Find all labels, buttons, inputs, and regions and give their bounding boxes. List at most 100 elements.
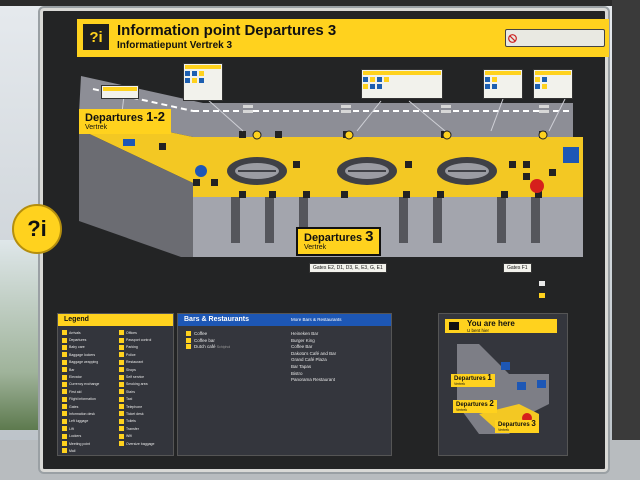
legend-icon <box>62 411 67 417</box>
direction-sign <box>101 85 139 99</box>
bar-item: Grand Café Plaza <box>291 357 327 363</box>
legend-icon <box>62 441 67 447</box>
key-square <box>539 281 545 286</box>
no-smoking-note <box>505 29 605 47</box>
info-point-marker <box>123 139 135 146</box>
legend-item: Shops <box>119 366 172 373</box>
legend-icon <box>62 367 67 373</box>
legend-icon <box>119 344 124 350</box>
stairs-symbols <box>243 105 549 113</box>
information-board: ?i Information point Departures 3 Inform… <box>40 8 609 472</box>
ceiling-beam <box>0 0 640 6</box>
legend-item: Restaurant <box>119 359 172 366</box>
bar-item: Dutch café Schiphol <box>186 344 230 351</box>
legend-item: Parking <box>119 344 172 351</box>
legend-item: Offices <box>119 329 172 336</box>
legend-icon <box>62 448 67 454</box>
legend-icon <box>119 441 124 447</box>
legend-icon <box>119 389 124 395</box>
legend-title: Legend <box>58 314 173 326</box>
legend-icon <box>62 337 67 343</box>
bar-item: Bistro <box>291 370 303 376</box>
info-point-icon: ?i <box>83 24 109 50</box>
gates-label: Gates F1 <box>503 263 532 273</box>
legend-item: Passport control <box>119 336 172 343</box>
key-square <box>539 293 545 298</box>
bars-restaurants-panel: Bars & Restaurants More Bars & Restauran… <box>177 313 392 456</box>
legend-item: First aid <box>62 388 115 395</box>
legend-item: Arrivals <box>62 329 115 336</box>
coffee-icon <box>186 337 191 343</box>
legend-icon <box>119 396 124 402</box>
info-point-sign: ?i <box>12 204 62 254</box>
you-are-here-header: You are here U bent hier <box>445 319 557 333</box>
terminal-map <box>79 76 583 298</box>
legend-icon <box>62 330 67 336</box>
legend-icon <box>62 352 67 358</box>
legend-item: Ticket desk <box>119 410 172 417</box>
legend-list: Arrivals Departures Baby care Baggage lo… <box>62 329 172 455</box>
legend-item: Transfer <box>119 425 172 432</box>
legend-item: Oversize baggage <box>119 440 172 447</box>
legend-item: Toilets <box>119 418 172 425</box>
legend-item: Elevator <box>62 373 115 380</box>
gates-label: Gates E2, D1, D3, E, E3, G, E1 <box>309 263 387 273</box>
legend-icon <box>119 381 124 387</box>
legend-item: Mail <box>62 447 115 454</box>
bar-item: Coffee <box>186 331 230 338</box>
mini-departures-1-tag: Departures 1 Vertrek <box>451 374 495 387</box>
coffee-icon <box>186 331 191 336</box>
legend-icon <box>62 389 67 395</box>
legend-icon <box>119 374 124 380</box>
legend-item: Telephone <box>119 403 172 410</box>
legend-icon <box>62 418 67 424</box>
upper-concourse <box>79 76 573 137</box>
support-column <box>612 0 640 480</box>
bar-item: Coffee Bar <box>291 344 313 350</box>
legend-icon <box>119 359 124 365</box>
info-point-marker <box>195 165 207 177</box>
legend-item: Gates <box>62 403 115 410</box>
bar-item: Panorama Restaurant <box>291 377 336 383</box>
legend-item: Lift <box>62 425 115 432</box>
legend-icon <box>62 404 67 410</box>
departures-1-2-tag: Departures 1-2 Vertrek <box>79 109 171 134</box>
legend-icon <box>62 396 67 402</box>
bar-item: Burger King <box>291 337 315 343</box>
legend-item: Departures <box>62 336 115 343</box>
terminal-window <box>0 240 40 430</box>
more-bars-title: More Bars & Restaurants <box>291 317 342 322</box>
legend-item: Bar <box>62 366 115 373</box>
legend-item: Baggage wrapping <box>62 359 115 366</box>
legend-item: Taxi <box>119 396 172 403</box>
no-smoking-icon <box>508 34 517 43</box>
legend-item: Flight information <box>62 396 115 403</box>
bar-item: Coffee bar <box>186 337 230 345</box>
legend-icon <box>119 352 124 358</box>
cafe-icon <box>186 344 191 350</box>
walkway-line <box>92 88 194 112</box>
legend-item: Self service <box>119 373 172 380</box>
check-in-islands <box>227 157 497 185</box>
legend-icon <box>119 404 124 410</box>
legend-icon <box>119 433 124 439</box>
legend-icon <box>62 374 67 380</box>
bars-list-right: Heineken Bar Burger King Coffee Bar Dako… <box>291 331 336 384</box>
legend-item: Currency exchange <box>62 381 115 388</box>
board-title: Information point Departures 3 <box>117 22 337 39</box>
legend-icon <box>119 418 124 424</box>
departures-3-tag: Departures 3 Vertrek <box>296 227 382 256</box>
legend-icon <box>119 411 124 417</box>
bar-item: Heineken Bar <box>291 331 319 336</box>
mini-departures-2-tag: Departures 2 Vertrek <box>453 400 497 413</box>
legend-icon <box>119 337 124 343</box>
legend-icon <box>119 330 124 336</box>
facility-icons <box>159 130 556 198</box>
legend-icon <box>62 344 67 350</box>
gate-area <box>193 197 583 257</box>
legend-icon <box>62 426 67 432</box>
direction-sign <box>533 69 573 99</box>
board-subtitle: Informatiepunt Vertrek 3 <box>117 40 233 51</box>
legend-icon <box>62 381 67 387</box>
legend-icon <box>119 367 124 373</box>
